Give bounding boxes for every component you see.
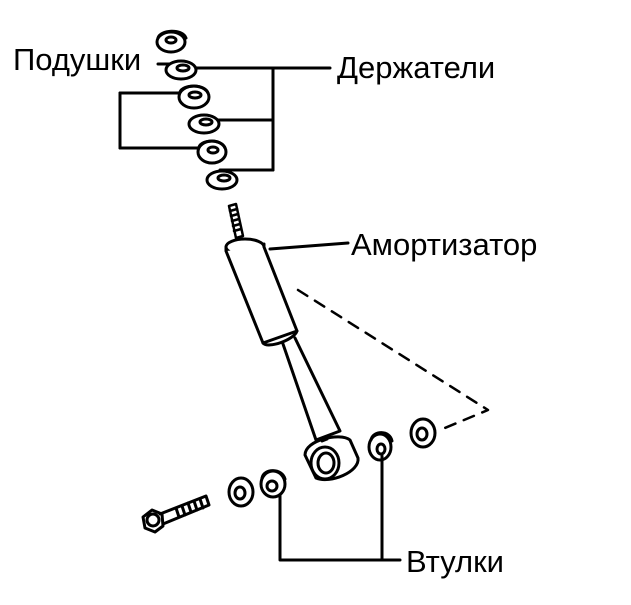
washer-stack	[155, 29, 239, 191]
right-bushing	[367, 431, 394, 462]
shock-absorber-leader	[268, 241, 350, 251]
washer-2	[164, 59, 198, 81]
right-washer	[409, 417, 437, 449]
washer-6	[205, 169, 239, 191]
bolt	[141, 494, 211, 534]
label-shock-absorber: Амортизатор	[351, 227, 538, 262]
washer-4	[187, 113, 221, 135]
label-bushings: Втулки	[406, 544, 504, 579]
label-holders: Держатели	[337, 50, 496, 85]
left-bushing	[259, 469, 287, 499]
shock-absorber-body	[224, 237, 342, 442]
washer-5	[196, 139, 228, 165]
bottom-eye	[303, 435, 360, 481]
bushings-leader-lines	[278, 454, 402, 562]
label-cushions: Подушки	[13, 42, 142, 77]
dashed-guide-lines	[296, 288, 490, 432]
threaded-stud	[227, 202, 245, 240]
washer-3	[177, 84, 211, 110]
left-washer	[227, 476, 255, 508]
washer-1	[155, 29, 188, 54]
